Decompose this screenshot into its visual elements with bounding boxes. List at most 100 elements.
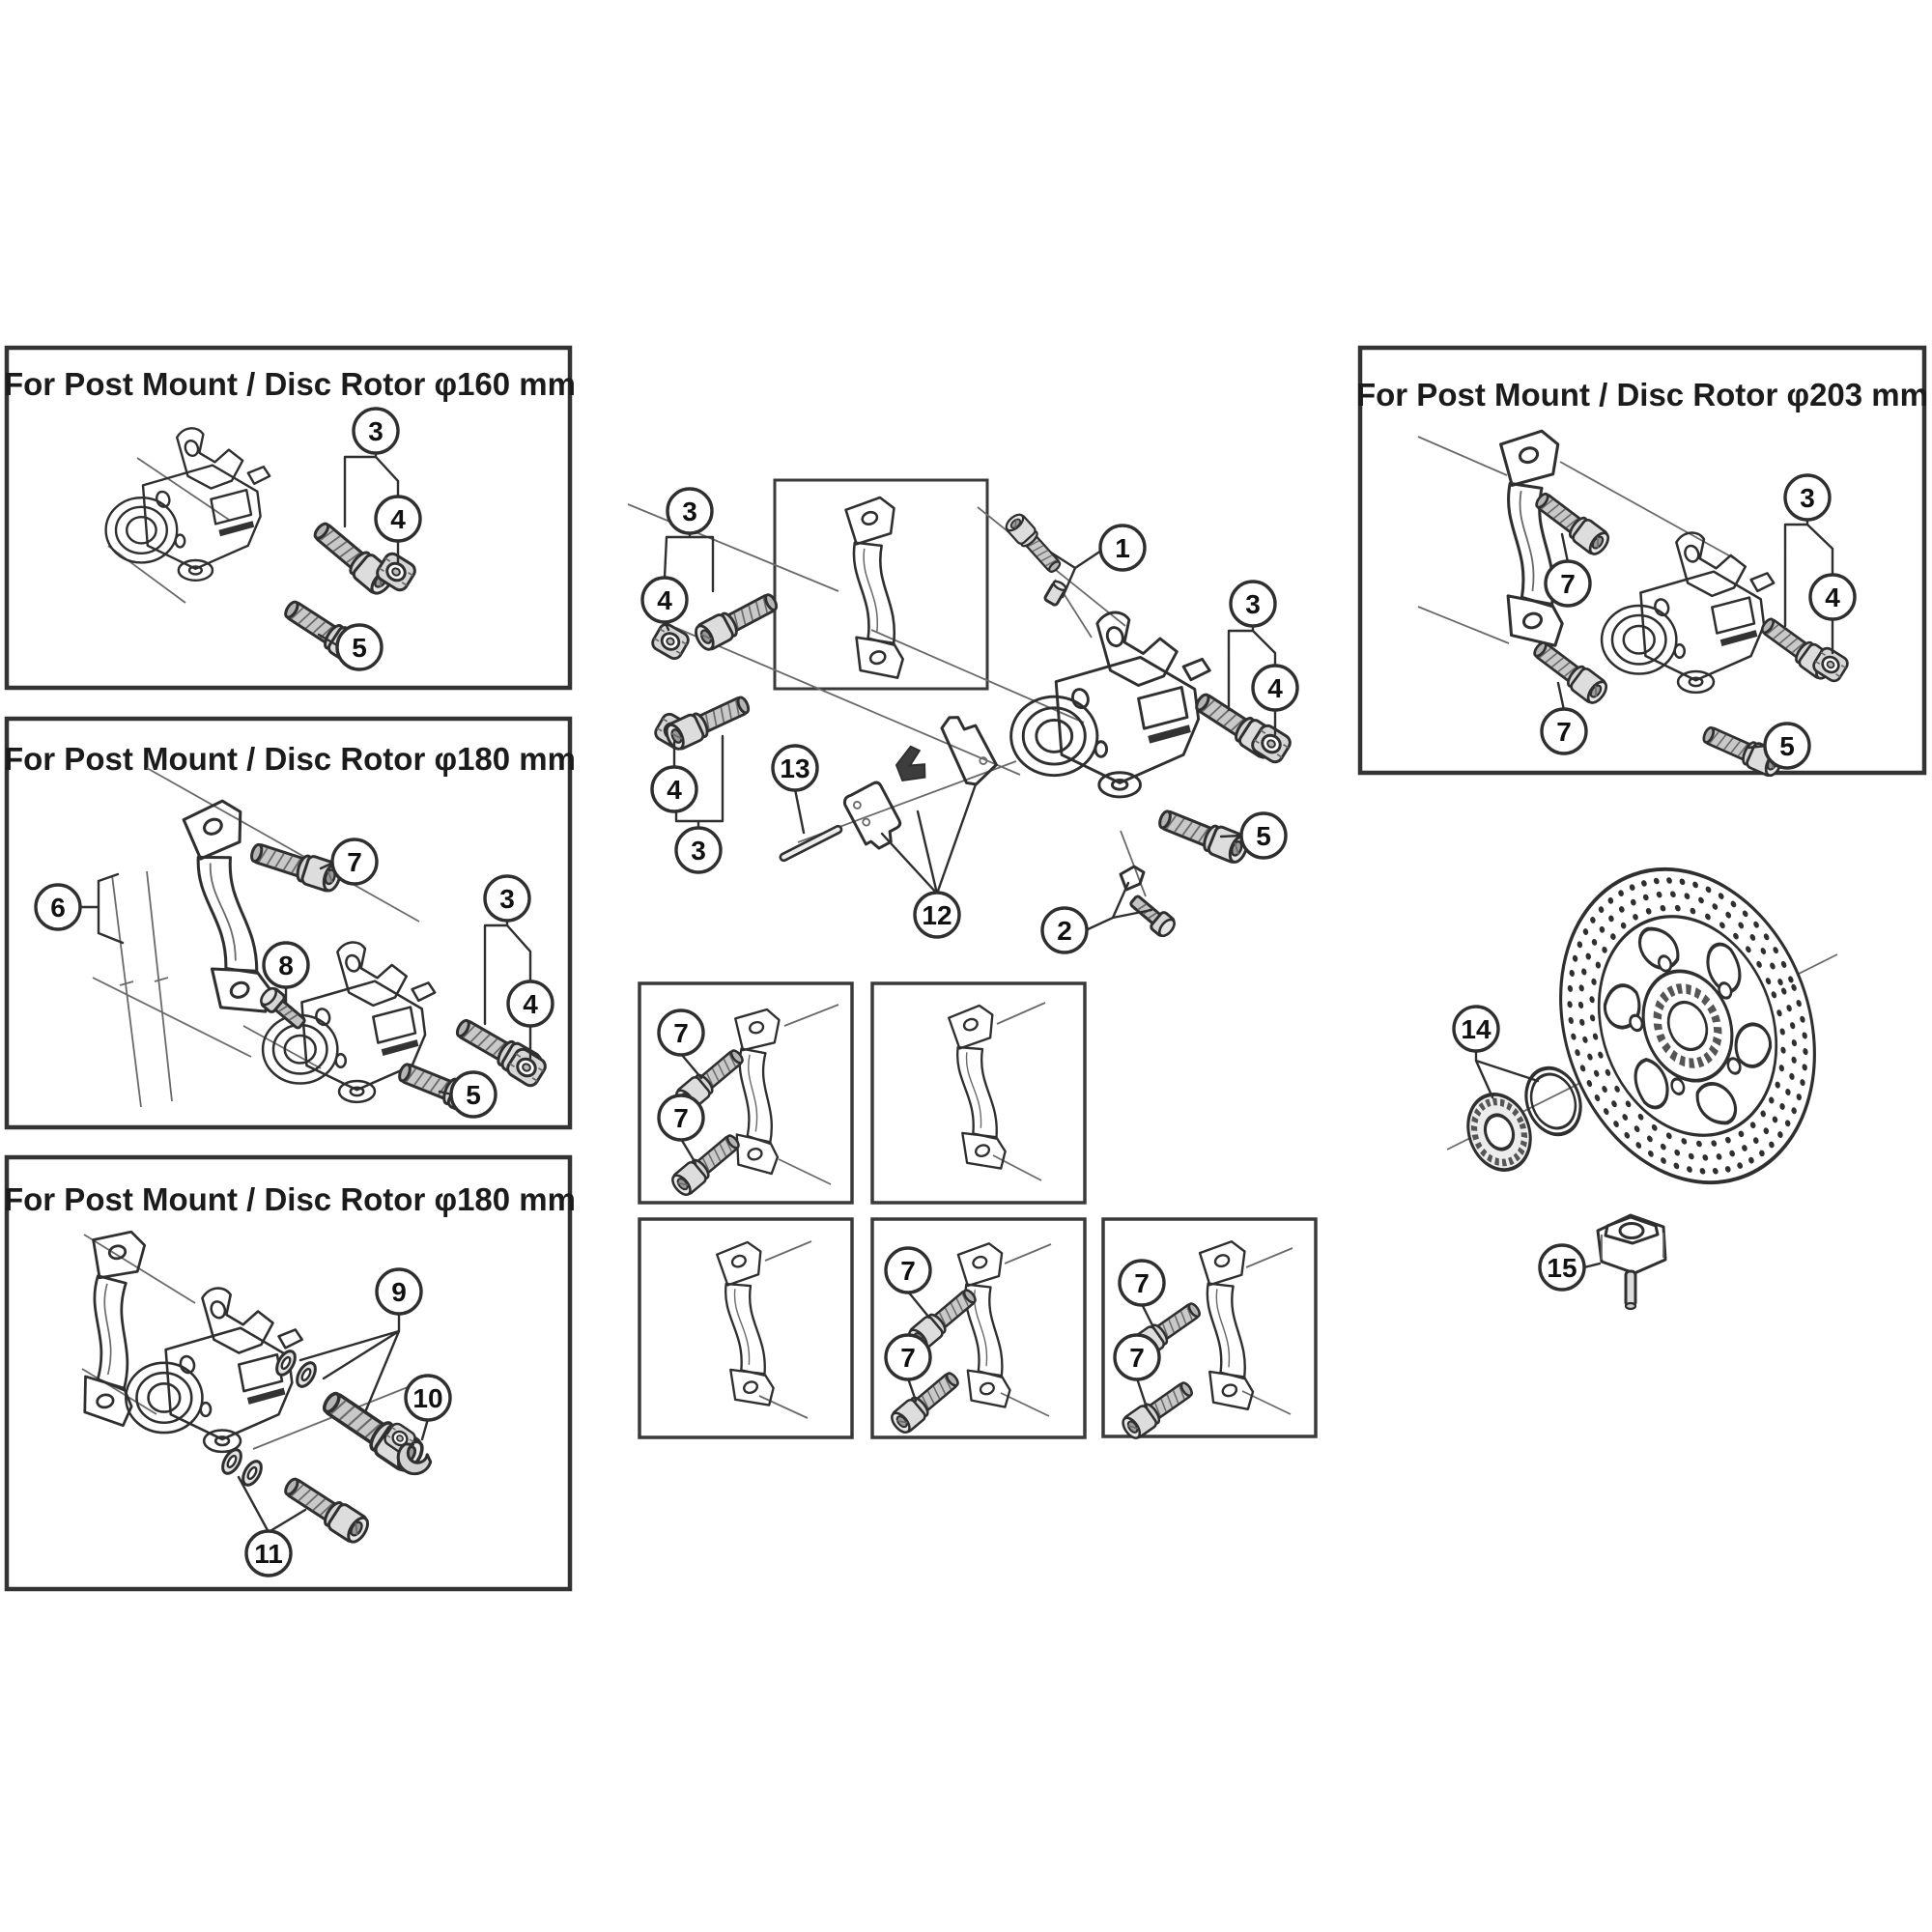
brake-pad-left — [842, 781, 902, 850]
panel-title: For Post Mount / Disc Rotor φ160 mm — [4, 366, 576, 402]
svg-text:10: 10 — [412, 1383, 442, 1413]
svg-text:5: 5 — [1256, 821, 1271, 851]
svg-text:5: 5 — [352, 633, 367, 663]
svg-text:14: 14 — [1461, 1014, 1492, 1044]
svg-text:4: 4 — [1267, 673, 1283, 703]
long-mounting-bolt — [278, 1470, 374, 1548]
adapter-fixing-bolt — [1527, 635, 1612, 708]
washer — [271, 1347, 300, 1379]
svg-text:7: 7 — [1129, 1343, 1145, 1373]
svg-text:7: 7 — [1556, 717, 1572, 747]
callout-7: 7 — [657, 1094, 705, 1142]
disc-rotor — [1559, 867, 1816, 1185]
svg-text:13: 13 — [780, 753, 810, 783]
callout-7: 7 — [1118, 1259, 1166, 1307]
connecting-screw — [1124, 890, 1179, 941]
adapter-bolt — [690, 586, 783, 655]
svg-text:3: 3 — [1245, 589, 1261, 619]
callout-14: 14 — [1452, 1005, 1500, 1053]
callout-4: 4 — [1808, 573, 1857, 621]
bleed-nipple-cap — [1043, 580, 1067, 607]
svg-text:4: 4 — [390, 504, 406, 534]
brake-caliper — [1600, 531, 1776, 695]
rotor-bolt-holes — [1629, 954, 1742, 1095]
svg-text:12: 12 — [922, 900, 952, 930]
callout-4: 4 — [374, 495, 422, 543]
svg-text:5: 5 — [466, 1080, 481, 1110]
callout-9: 9 — [375, 1267, 423, 1316]
pad-axle-pin — [779, 824, 843, 863]
cable-fixing-nut — [648, 620, 693, 663]
svg-text:4: 4 — [657, 585, 672, 615]
panel-title: For Post Mount / Disc Rotor φ203 mm — [1356, 377, 1928, 412]
callout-3: 3 — [352, 407, 400, 455]
callout-3: 3 — [483, 874, 531, 923]
callout-7: 7 — [1544, 559, 1592, 608]
svg-text:8: 8 — [278, 951, 294, 980]
panel-border — [1357, 345, 1927, 776]
svg-text:3: 3 — [691, 836, 706, 866]
panel-border — [4, 345, 573, 691]
panel-post-mount-180-bottom: For Post Mount / Disc Rotor φ180 mm — [4, 1154, 576, 1592]
rotor-spider-cutouts — [1603, 926, 1773, 1125]
callout-3: 3 — [1229, 580, 1277, 628]
svg-text:5: 5 — [1779, 731, 1795, 761]
callout-5: 5 — [1763, 722, 1811, 770]
svg-text:3: 3 — [1800, 483, 1815, 513]
callout-7: 7 — [330, 838, 379, 886]
washer — [292, 1358, 321, 1391]
leader-lines — [77, 450, 1834, 1534]
seal-ring — [1524, 1065, 1582, 1137]
svg-text:7: 7 — [673, 1018, 689, 1048]
callout-12: 12 — [913, 891, 961, 939]
adapter-box-3 — [638, 1217, 854, 1439]
svg-text:15: 15 — [1547, 1253, 1577, 1283]
svg-text:3: 3 — [682, 497, 697, 526]
panel-post-mount-160: For Post Mount / Disc Rotor φ160 mm — [4, 345, 576, 691]
callout-3: 3 — [666, 487, 714, 535]
post-mount-adapter-203 — [1498, 429, 1567, 649]
svg-text:7: 7 — [1134, 1268, 1150, 1298]
callout-1: 1 — [1098, 524, 1147, 572]
lockring-tool — [1596, 1213, 1667, 1311]
callout-2: 2 — [1040, 906, 1089, 954]
callout-7: 7 — [1540, 707, 1588, 755]
framed-adapter — [843, 495, 907, 682]
callout-6: 6 — [34, 883, 82, 931]
panel-title: For Post Mount / Disc Rotor φ180 mm — [4, 1181, 576, 1217]
callout-11: 11 — [244, 1529, 293, 1577]
callout-4: 4 — [640, 576, 689, 624]
bleed-screw — [1002, 510, 1066, 578]
callout-4: 4 — [650, 765, 698, 813]
svg-text:6: 6 — [50, 893, 66, 923]
callout-15: 15 — [1538, 1243, 1586, 1292]
callout-13: 13 — [771, 744, 819, 792]
svg-text:7: 7 — [347, 847, 362, 877]
pad-spring — [895, 745, 926, 782]
adapter-bolt — [661, 689, 754, 754]
parts-layer — [78, 427, 1852, 1548]
banjo-connector — [1119, 865, 1146, 892]
svg-text:3: 3 — [368, 416, 384, 446]
brake-pad-right — [940, 716, 998, 786]
callout-10: 10 — [404, 1374, 452, 1422]
pad-fixing-screw — [256, 983, 311, 1035]
callout-7: 7 — [884, 1333, 932, 1381]
svg-text:3: 3 — [499, 884, 515, 914]
svg-text:11: 11 — [254, 1539, 283, 1569]
panel-title: For Post Mount / Disc Rotor φ180 mm — [4, 741, 576, 777]
stopper-pins — [111, 870, 173, 1108]
callout-4: 4 — [1251, 664, 1299, 712]
callout-3: 3 — [1783, 473, 1832, 522]
svg-text:9: 9 — [391, 1277, 407, 1307]
adapter-box-5 — [1101, 1217, 1318, 1438]
callout-8: 8 — [262, 941, 310, 989]
callout-7: 7 — [657, 1009, 705, 1057]
brake-caliper — [104, 427, 271, 582]
svg-text:7: 7 — [1560, 569, 1576, 599]
panel-post-mount-203: For Post Mount / Disc Rotor φ203 mm — [1356, 345, 1928, 776]
lock-ring — [1466, 1093, 1532, 1172]
svg-text:4: 4 — [523, 989, 538, 1019]
